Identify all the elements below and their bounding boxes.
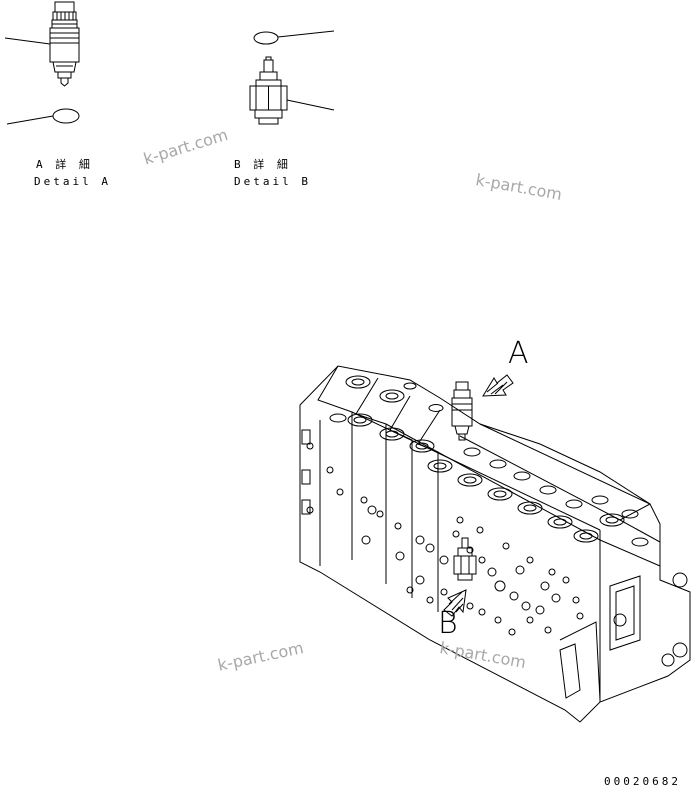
detail-a-label-en: Detail A (34, 175, 111, 188)
figure-code: 00020682 (604, 775, 681, 788)
front-face-ports (306, 442, 584, 636)
detail-b-oring (253, 30, 335, 45)
top-face-ports (329, 375, 649, 547)
detail-a-label-jp: A 詳 細 (36, 158, 93, 171)
mounted-valve-b (453, 537, 477, 581)
detail-b-label-jp: B 詳 細 (234, 158, 291, 171)
mounted-valve-a (451, 381, 473, 441)
detail-a-valve (4, 1, 80, 87)
arrow-a-icon (482, 374, 514, 397)
control-valve-assembly (299, 365, 691, 723)
detail-b-label-en: Detail B (234, 175, 311, 188)
arrow-b-icon (443, 589, 467, 617)
callout-b: B (438, 606, 458, 641)
detail-b-valve (249, 56, 335, 125)
callout-a: A (508, 336, 529, 371)
detail-a-oring (6, 108, 80, 125)
